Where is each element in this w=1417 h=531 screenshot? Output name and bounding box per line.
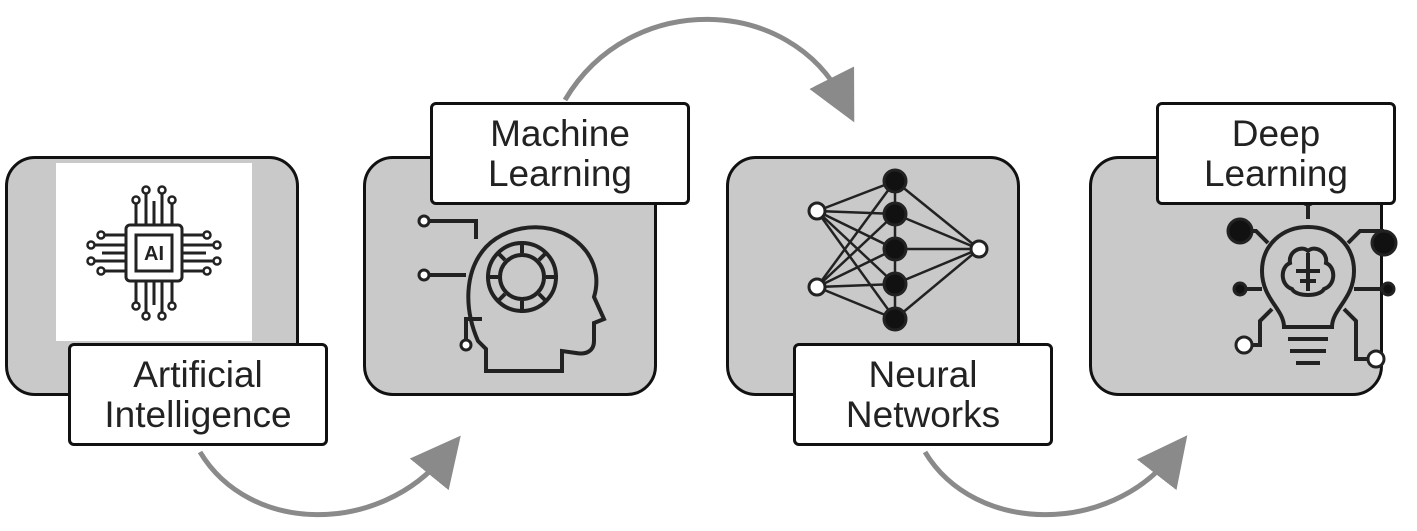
label-machine-learning: Machine Learning [430, 102, 690, 205]
label-line2: Learning [487, 152, 632, 194]
label-line2: Networks [845, 393, 1001, 435]
neural-network-icon [807, 168, 989, 332]
lightbulb-brain-icon [1226, 191, 1398, 369]
panel-artificial-intelligence: AI [5, 156, 299, 396]
label-line1: Deep [1231, 112, 1321, 154]
arrow-ai-to-ml [197, 435, 461, 518]
label-deep-learning: Deep Learning [1156, 102, 1396, 205]
ai-chip-icon: AI [86, 185, 222, 321]
label-line2: Learning [1203, 152, 1348, 194]
label-line1: Artificial [133, 353, 263, 395]
arrow-ml-to-nn [562, 16, 855, 123]
ai-chip-icon-box: AI [56, 163, 252, 341]
label-artificial-intelligence: Artificial Intelligence [68, 343, 328, 446]
label-line1: Neural [868, 353, 978, 395]
label-line2: Intelligence [104, 393, 292, 435]
chip-text: AI [144, 243, 164, 265]
head-gear-icon [417, 214, 607, 373]
label-neural-networks: Neural Networks [793, 343, 1053, 446]
label-line1: Machine [490, 112, 630, 154]
arrow-nn-to-dl [922, 435, 1188, 518]
